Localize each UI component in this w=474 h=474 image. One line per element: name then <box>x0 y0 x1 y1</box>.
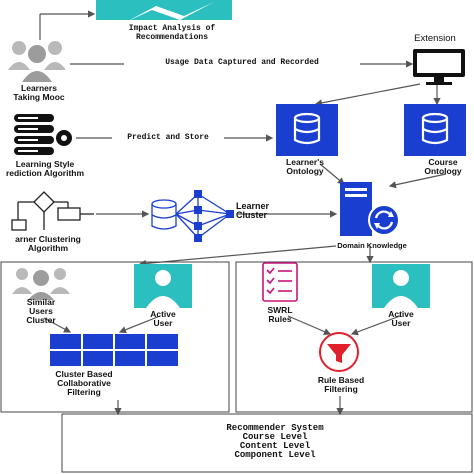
learners-label-line2: Taking Mooc <box>13 92 65 102</box>
users-group-icon <box>8 41 66 82</box>
learners-label-line1: Learners <box>21 83 57 93</box>
learning-style-label-line2: rediction Algorithm <box>5 168 85 178</box>
clustering-algorithm-label: arner Clustering Algorithm <box>0 235 96 253</box>
recommender-frame <box>61 413 473 473</box>
arrow-swrl-to-rule <box>287 315 332 335</box>
active-user-left-label: Active User <box>130 310 196 328</box>
active-user-right-line1: Active <box>388 309 414 319</box>
rule-based-label: Rule Based Filtering <box>298 376 384 394</box>
impact-label: Impact Analysis of Recommendations <box>102 24 242 42</box>
active-user-right-line2: User <box>391 318 411 328</box>
arrow-active-to-cbcf <box>118 315 161 334</box>
checklist-icon <box>262 262 298 302</box>
impact-label-line2: Recommendations <box>135 33 208 42</box>
user-icon <box>134 264 192 308</box>
cbcf-label-line2: Collaborative <box>57 378 111 388</box>
learners-label: Learners Taking Mooc <box>4 84 74 102</box>
predict-store-label: Predict and Store <box>112 133 224 142</box>
impact-label-line1: Impact Analysis of <box>128 24 216 33</box>
database-server-icon <box>14 114 72 155</box>
learner-cluster-label-line2: Cluster <box>236 210 268 220</box>
flowchart-icon <box>11 191 94 231</box>
left-panel-frame <box>0 261 230 413</box>
learner-cluster-label: Learner Cluster <box>236 202 286 220</box>
active-user-right-label: Active User <box>370 310 432 328</box>
recommender-course-level: Course Level <box>242 432 308 442</box>
arrow-learner-ontology-to-dk <box>319 163 345 185</box>
arrow-extension-to-learner-ontology <box>314 83 421 107</box>
funnel-icon <box>319 332 359 372</box>
recommender-content-level: Content Level <box>239 441 311 451</box>
learning-style-label-line1: Learning Style <box>15 159 75 169</box>
similar-users-label-line3: Cluster <box>26 315 56 325</box>
extension-label: Extension <box>414 33 456 44</box>
users-group-icon <box>12 268 70 300</box>
swrl-label-line1: SWRL <box>267 305 293 315</box>
active-user-left-line1: Active <box>150 309 176 319</box>
learner-ontology-label-line2: Ontology <box>286 166 324 176</box>
impact-banner-icon <box>96 0 232 22</box>
clustering-algorithm-label-line1: arner Clustering <box>15 234 81 244</box>
active-user-left-line2: User <box>153 318 173 328</box>
learning-style-label: Learning Style rediction Algorithm <box>0 160 90 178</box>
domain-knowledge-label: Domain Knowledge <box>337 241 407 250</box>
monitor-icon <box>413 49 465 85</box>
learner-ontology-label: Learner's Ontology <box>270 158 340 176</box>
rule-based-label-line1: Rule Based <box>317 375 365 385</box>
arrow-active-to-rule <box>350 315 401 336</box>
cbcf-label-line3: Filtering <box>67 387 101 397</box>
similar-users-label: Similar Users Cluster <box>10 298 72 325</box>
database-icon <box>404 104 466 156</box>
usage-data-label: Usage Data Captured and Recorded <box>124 58 360 67</box>
cbcf-label-line1: Cluster Based <box>55 369 113 379</box>
right-panel-frame <box>235 261 473 413</box>
user-icon <box>372 264 430 308</box>
swrl-label: SWRL Rules <box>256 306 304 324</box>
recommender-label: Recommender System Course Level Content … <box>150 424 400 460</box>
recommender-component-level: Component Level <box>234 450 316 460</box>
similar-users-label-line1: Similar <box>26 297 56 307</box>
arrow-similar-to-cbcf <box>43 317 72 333</box>
database-icon <box>276 104 338 156</box>
similar-users-label-line2: Users <box>29 306 53 316</box>
neural-network-icon <box>151 190 234 242</box>
arrow-dk-to-left-panel <box>138 245 337 268</box>
course-ontology-label: Course Ontology <box>412 158 474 176</box>
learner-cluster-label-line1: Learner <box>236 201 270 211</box>
rule-based-label-line2: Filtering <box>324 384 358 394</box>
course-ontology-label-line1: Course <box>428 157 458 167</box>
grid-table-icon <box>50 334 178 366</box>
course-ontology-label-line2: Ontology <box>424 166 462 176</box>
arrow-course-ontology-to-dk <box>388 173 447 189</box>
server-sync-icon <box>340 182 400 236</box>
clustering-algorithm-label-line2: Algorithm <box>27 243 69 253</box>
cbcf-label: Cluster Based Collaborative Filtering <box>34 370 134 397</box>
recommender-title: Recommender System <box>226 423 324 433</box>
swrl-label-line2: Rules <box>268 314 292 324</box>
learner-ontology-label-line1: Learner's <box>286 157 324 167</box>
